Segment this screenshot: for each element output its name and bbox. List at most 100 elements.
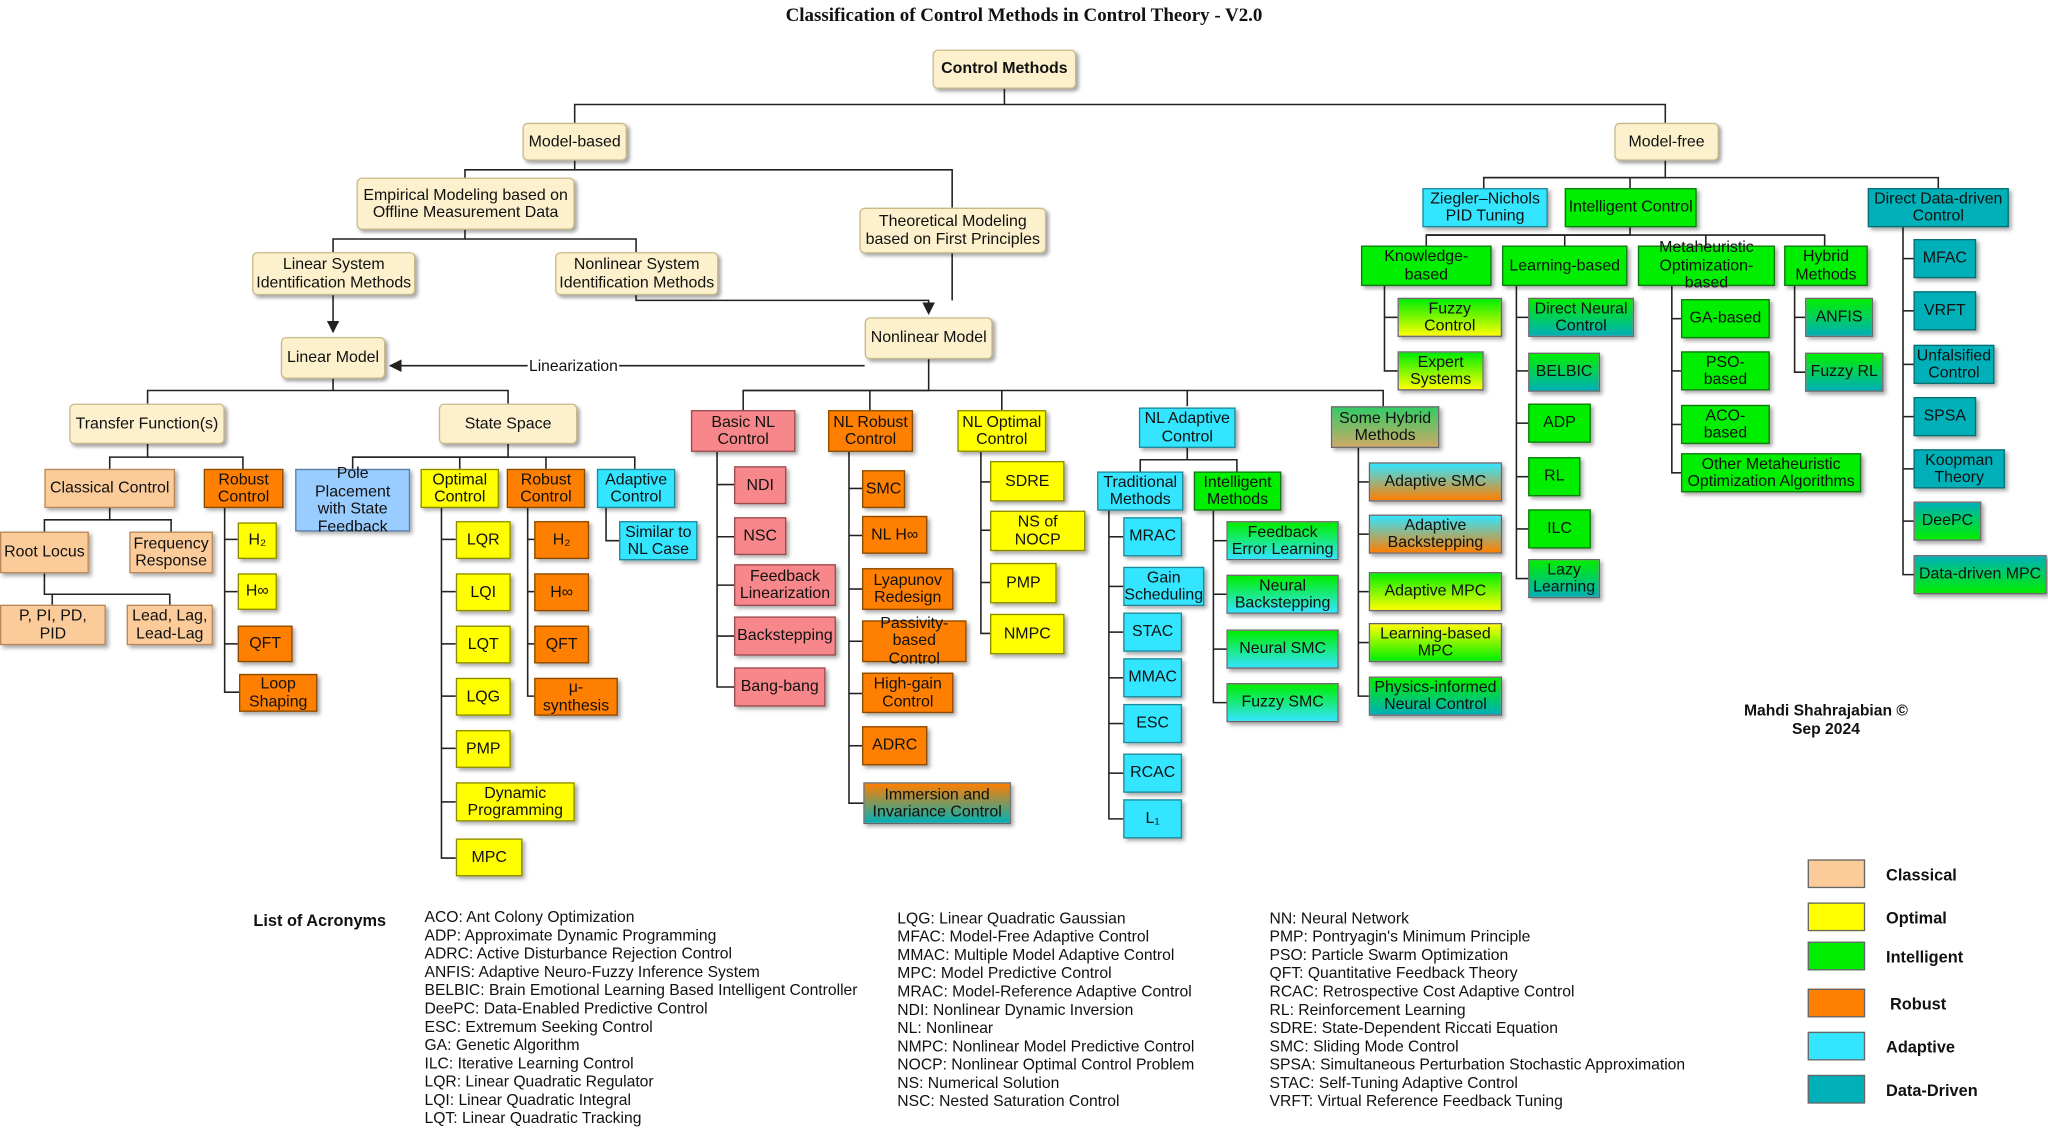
- node-learning-based: Learning-based: [1502, 245, 1628, 287]
- legend-swatch: [1807, 988, 1866, 1018]
- node-pmp-nl: PMP: [990, 562, 1057, 604]
- node-backstepping: Backstepping: [734, 616, 836, 656]
- node-deepc: DeePC: [1913, 501, 1982, 541]
- node-adaptive-backstepping: Adaptive Backstepping: [1368, 514, 1503, 554]
- acronym-entry: SPSA: Simultaneous Perturbation Stochast…: [1269, 1055, 1686, 1074]
- node-ns-of-nocp: NS of NOCP: [990, 510, 1086, 552]
- node-ndi: NDI: [734, 466, 787, 505]
- node-adrc: ADRC: [862, 726, 928, 766]
- acronym-entry: NL: Nonlinear: [897, 1018, 994, 1037]
- node-pid: P, PI, PD, PID: [0, 604, 106, 646]
- node-root-locus: Root Locus: [0, 531, 89, 574]
- node-robust-control-ss: Robust Control: [506, 468, 586, 509]
- node-linear-sysid: Linear System Identification Methods: [252, 252, 416, 296]
- node-h2-ss: H₂: [534, 521, 590, 559]
- acronym-entry: GA: Genetic Algorithm: [424, 1035, 580, 1054]
- legend-swatch: [1807, 902, 1866, 932]
- node-feedback-linearization: Feedback Linearization: [734, 564, 836, 606]
- acronym-entry: LQT: Linear Quadratic Tracking: [424, 1108, 642, 1128]
- node-mrac: MRAC: [1123, 517, 1183, 557]
- node-robust-control-tf: Robust Control: [203, 468, 284, 509]
- acronym-entry: MRAC: Model-Reference Adaptive Control: [897, 982, 1192, 1001]
- acronym-entry: MMAC: Multiple Model Adaptive Control: [897, 945, 1175, 964]
- node-immersion-invariance: Immersion and Invariance Control: [863, 782, 1011, 825]
- node-hinf-ss: H∞: [534, 573, 590, 612]
- node-control-methods: Control Methods: [932, 49, 1077, 89]
- node-intelligent-methods: Intelligent Methods: [1193, 471, 1282, 511]
- node-high-gain: High-gain Control: [862, 672, 954, 714]
- linearization-label: Linearization: [527, 356, 620, 375]
- node-qft-tf: QFT: [237, 625, 293, 663]
- acronym-entry: VRFT: Virtual Reference Feedback Tuning: [1269, 1091, 1563, 1111]
- node-gain-scheduling: Gain Scheduling: [1123, 566, 1205, 606]
- node-optimal-control-ss: Optimal Control: [420, 468, 499, 509]
- node-model-based: Model-based: [522, 122, 627, 161]
- legend-swatch: [1807, 1031, 1866, 1061]
- node-frequency-response: Frequency Response: [129, 531, 213, 574]
- node-bang-bang: Bang-bang: [734, 667, 826, 707]
- node-hybrid-methods: Some Hybrid Methods: [1330, 406, 1440, 448]
- node-linear-model: Linear Model: [280, 336, 386, 379]
- node-physics-informed-nc: Physics-informed Neural Control: [1368, 676, 1503, 716]
- node-nl-hinf: NL H∞: [862, 515, 928, 554]
- node-qft-ss: QFT: [534, 625, 590, 664]
- acronym-entry: QFT: Quantitative Feedback Theory: [1269, 963, 1518, 983]
- node-vrft: VRFT: [1913, 291, 1977, 331]
- node-nl-optimal-control: NL Optimal Control: [957, 410, 1047, 452]
- node-lqi: LQI: [455, 573, 511, 612]
- node-similar-to-nl: Similar to NL Case: [619, 521, 698, 561]
- node-expert-systems: Expert Systems: [1397, 351, 1484, 391]
- node-lyapunov-redesign: Lyapunov Redesign: [862, 568, 954, 610]
- legend-swatch: [1807, 1074, 1866, 1104]
- node-model-free: Model-free: [1614, 122, 1719, 161]
- acronym-entry: RCAC: Retrospective Cost Adaptive Contro…: [1269, 982, 1575, 1001]
- node-neural-backstepping: Neural Backstepping: [1226, 574, 1339, 614]
- node-pole-placement: Pole Placement with State Feedback: [295, 464, 411, 534]
- acronym-entry: NOCP: Nonlinear Optimal Control Problem: [897, 1055, 1195, 1074]
- node-ga-based: GA-based: [1680, 299, 1770, 339]
- legend-label: Robust: [1889, 995, 1947, 1014]
- acronym-entry: SMC: Sliding Mode Control: [1269, 1036, 1459, 1056]
- node-koopman: Koopman Theory: [1913, 449, 2005, 489]
- node-adaptive-smc: Adaptive SMC: [1368, 462, 1503, 502]
- acronym-entry: STAC: Self-Tuning Adaptive Control: [1269, 1073, 1518, 1092]
- node-adp: ADP: [1528, 403, 1591, 443]
- acronym-entry: ANFIS: Adaptive Neuro-Fuzzy Inference Sy…: [424, 962, 760, 981]
- diagram-title: Classification of Control Methods in Con…: [785, 5, 1263, 27]
- node-nonlinear-sysid: Nonlinear System Identification Methods: [555, 252, 719, 296]
- acronym-entry: NMPC: Nonlinear Model Predictive Control: [897, 1036, 1195, 1056]
- legend-swatch: [1807, 941, 1866, 971]
- node-spsa: SPSA: [1913, 397, 1977, 437]
- legend-label: Intelligent: [1886, 948, 1964, 967]
- node-passivity-based: Passivity- based Control: [862, 614, 967, 667]
- acronym-entry: PMP: Pontryagin's Minimum Principle: [1269, 927, 1531, 946]
- node-mfac: MFAC: [1913, 239, 1977, 279]
- node-nl-robust-control: NL Robust Control: [828, 410, 913, 452]
- acronym-entry: NSC: Nested Saturation Control: [897, 1091, 1120, 1111]
- acronym-entry: PSO: Particle Swarm Optimization: [1269, 945, 1509, 964]
- node-lead-lag: Lead, Lag, Lead-Lag: [126, 604, 213, 646]
- node-direct-neural: Direct Neural Control: [1528, 297, 1634, 337]
- node-basic-nl-control: Basic NL Control: [690, 410, 796, 452]
- acronym-entry: ACO: Ant Colony Optimization: [424, 907, 635, 926]
- node-loop-shaping: Loop Shaping: [239, 673, 318, 712]
- node-nsc: NSC: [734, 517, 787, 556]
- node-theoretical-modeling: Theoretical Modeling based on First Prin…: [859, 207, 1047, 254]
- node-other-metaheuristic: Other Metaheuristic Optimization Algorit…: [1680, 453, 1862, 493]
- node-metaheuristic: Metaheuristic Optimization-based: [1637, 238, 1776, 291]
- node-learning-based-mpc: Learning-based MPC: [1368, 622, 1503, 663]
- acronym-entry: BELBIC: Brain Emotional Learning Based I…: [424, 980, 858, 1000]
- node-nl-adaptive-control: NL Adaptive Control: [1138, 407, 1236, 448]
- acronym-entry: LQI: Linear Quadratic Integral: [424, 1090, 631, 1109]
- acronym-entry: ESC: Extremum Seeking Control: [424, 1017, 653, 1036]
- node-hinf-tf: H∞: [237, 573, 277, 610]
- node-dynamic-programming: Dynamic Programming: [455, 782, 575, 822]
- node-unfalsified: Unfalsified Control: [1913, 344, 1995, 384]
- node-rcac: RCAC: [1123, 753, 1183, 793]
- node-h2-tf: H₂: [237, 522, 277, 559]
- node-stac: STAC: [1123, 612, 1183, 652]
- node-direct-data-driven: Direct Data-driven Control: [1867, 188, 2009, 228]
